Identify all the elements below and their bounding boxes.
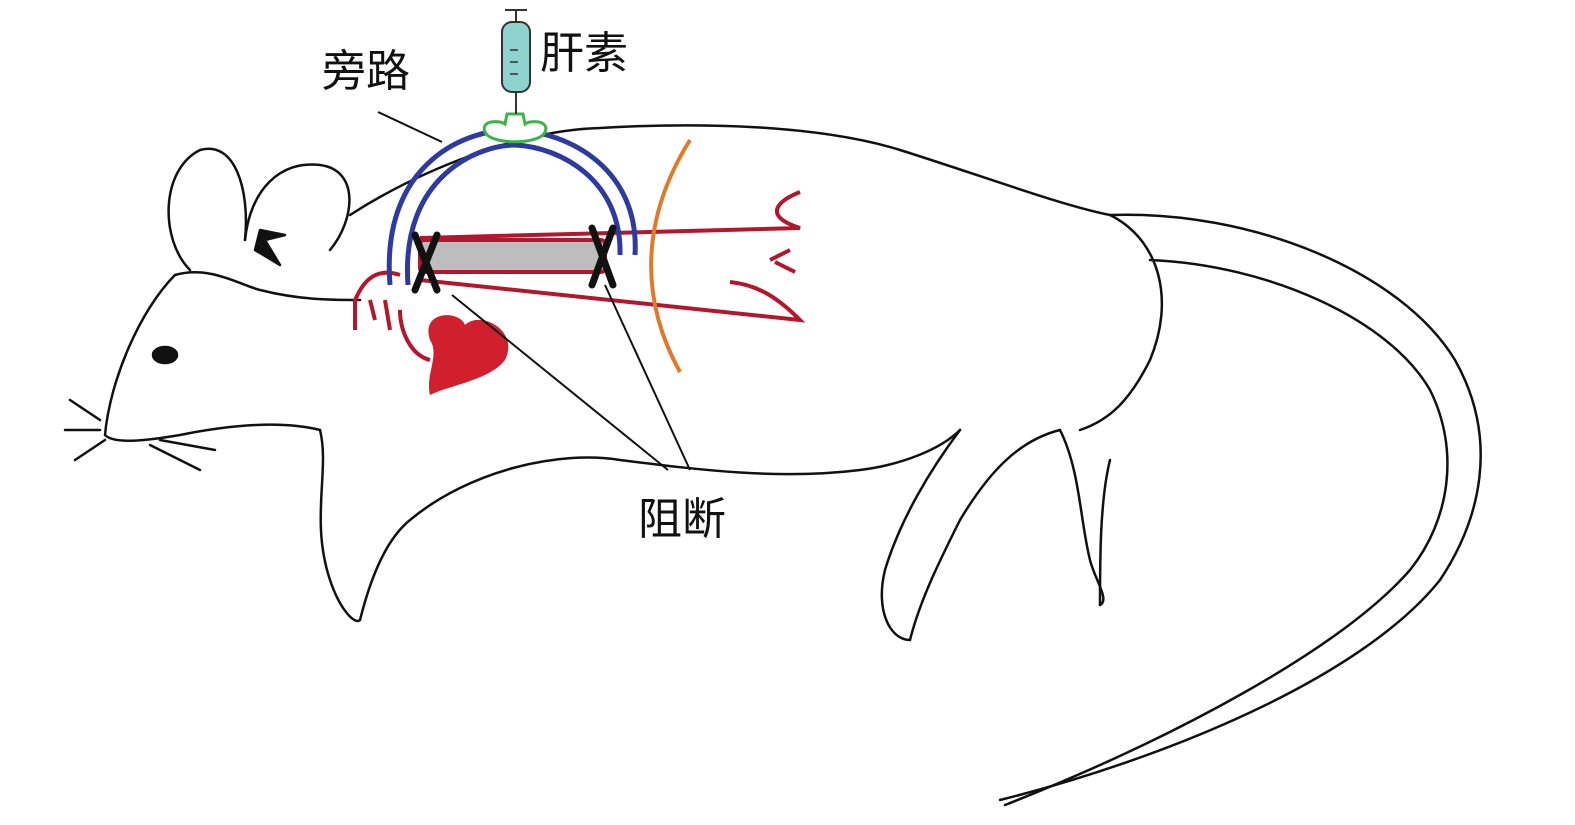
occluded-aorta-segment	[418, 238, 607, 274]
nerve	[649, 138, 692, 373]
heparin-label: 肝素	[540, 28, 628, 79]
leader-lines	[377, 111, 691, 471]
clamp-x-icon	[411, 231, 441, 294]
rat-outline	[63, 124, 1482, 807]
clamp-x-icon	[588, 224, 617, 289]
block-label: 阻断	[638, 494, 726, 545]
heart-icon	[428, 315, 509, 395]
connector-icon	[482, 112, 548, 144]
blood-vessels	[353, 190, 806, 362]
bypass-label: 旁路	[322, 46, 410, 97]
syringe-icon	[501, 9, 531, 114]
